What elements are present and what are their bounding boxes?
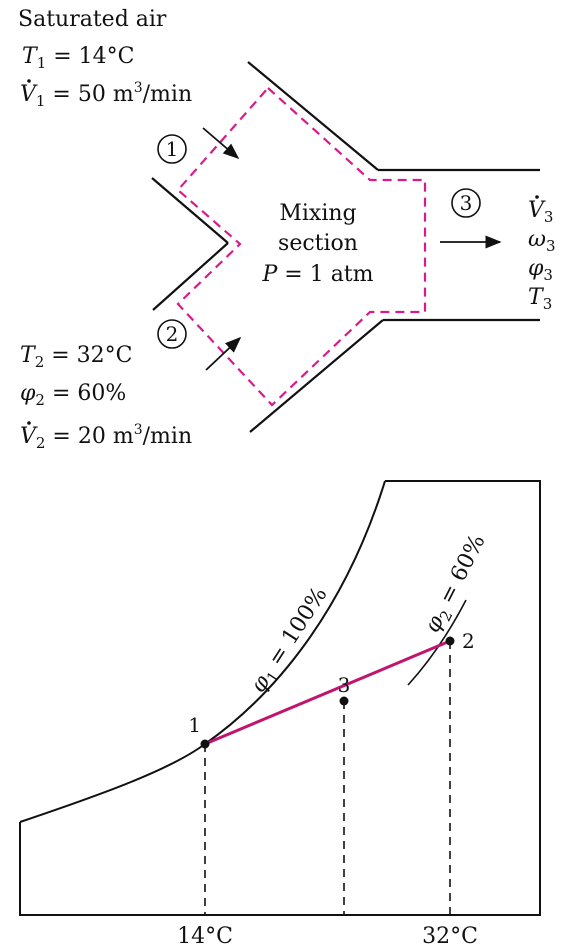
outlet-properties: V3 ω3 φ3 T3: [528, 195, 556, 313]
inlet1-temperature: T1 = 14°C: [22, 44, 134, 72]
state-point-3-label: 3: [338, 673, 351, 697]
flow-arrows: [202, 127, 502, 371]
mixing-line: [204, 639, 451, 746]
dashed-guides: [204, 641, 451, 915]
duct-wall-inlet2-upper: [152, 242, 229, 311]
mixing-pressure: P = 1 atm: [261, 262, 373, 287]
inlet2-humidity: φ2 = 60%: [20, 381, 126, 409]
inlet2-arrow: [205, 336, 242, 371]
saturation-curve-label: φ1 = 100%: [246, 583, 335, 699]
svg-text:3: 3: [460, 191, 473, 215]
duct-wall-lower-inlet: [249, 319, 384, 433]
x-tick-32c: 32°C: [422, 924, 478, 949]
inlet2-flow-dot: [27, 421, 31, 425]
inlet1-flow-dot: [27, 79, 31, 83]
inlet1-title: Saturated air: [18, 7, 167, 32]
saturation-curve: [19, 480, 386, 823]
inlet2-flow-rate: V2 = 20 m3/min: [20, 422, 192, 452]
rh-curve-label: φ2 = 60%: [420, 531, 493, 638]
inlet1-arrow: [202, 127, 240, 160]
psychrometric-chart: 1 3 2 φ1 = 100% φ2 = 60% 14°C 32°C: [19, 480, 541, 949]
stream-1-marker: 1: [157, 134, 187, 164]
outlet-temperature: T3: [528, 285, 552, 313]
state-point-1: [200, 739, 210, 749]
outlet-flow-rate: V3: [528, 198, 553, 226]
inlet2-temperature: T2 = 32°C: [20, 343, 132, 371]
mixing-label-line1: Mixing: [279, 201, 356, 226]
duct-wall-inlet1-lower: [151, 177, 229, 244]
stream-2-marker: 2: [157, 319, 187, 349]
state-point-2: [445, 636, 455, 646]
svg-text:1: 1: [166, 137, 179, 161]
svg-text:2: 2: [166, 322, 179, 346]
state-point-3: [339, 696, 349, 706]
mixing-label-line2: section: [278, 231, 358, 256]
stream-3-marker: 3: [451, 188, 481, 218]
chart-frame: [19, 480, 541, 916]
inlet1-flow-rate: V1 = 50 m3/min: [20, 80, 192, 110]
duct-wall-upper-inlet: [247, 61, 379, 171]
state-point-2-label: 2: [462, 629, 475, 653]
outlet-relative-humidity: φ3: [528, 256, 553, 284]
duct-walls: [151, 61, 540, 433]
outlet-humidity-ratio: ω3: [528, 227, 556, 255]
state-point-1-label: 1: [188, 713, 201, 737]
x-tick-14c: 14°C: [177, 924, 233, 949]
